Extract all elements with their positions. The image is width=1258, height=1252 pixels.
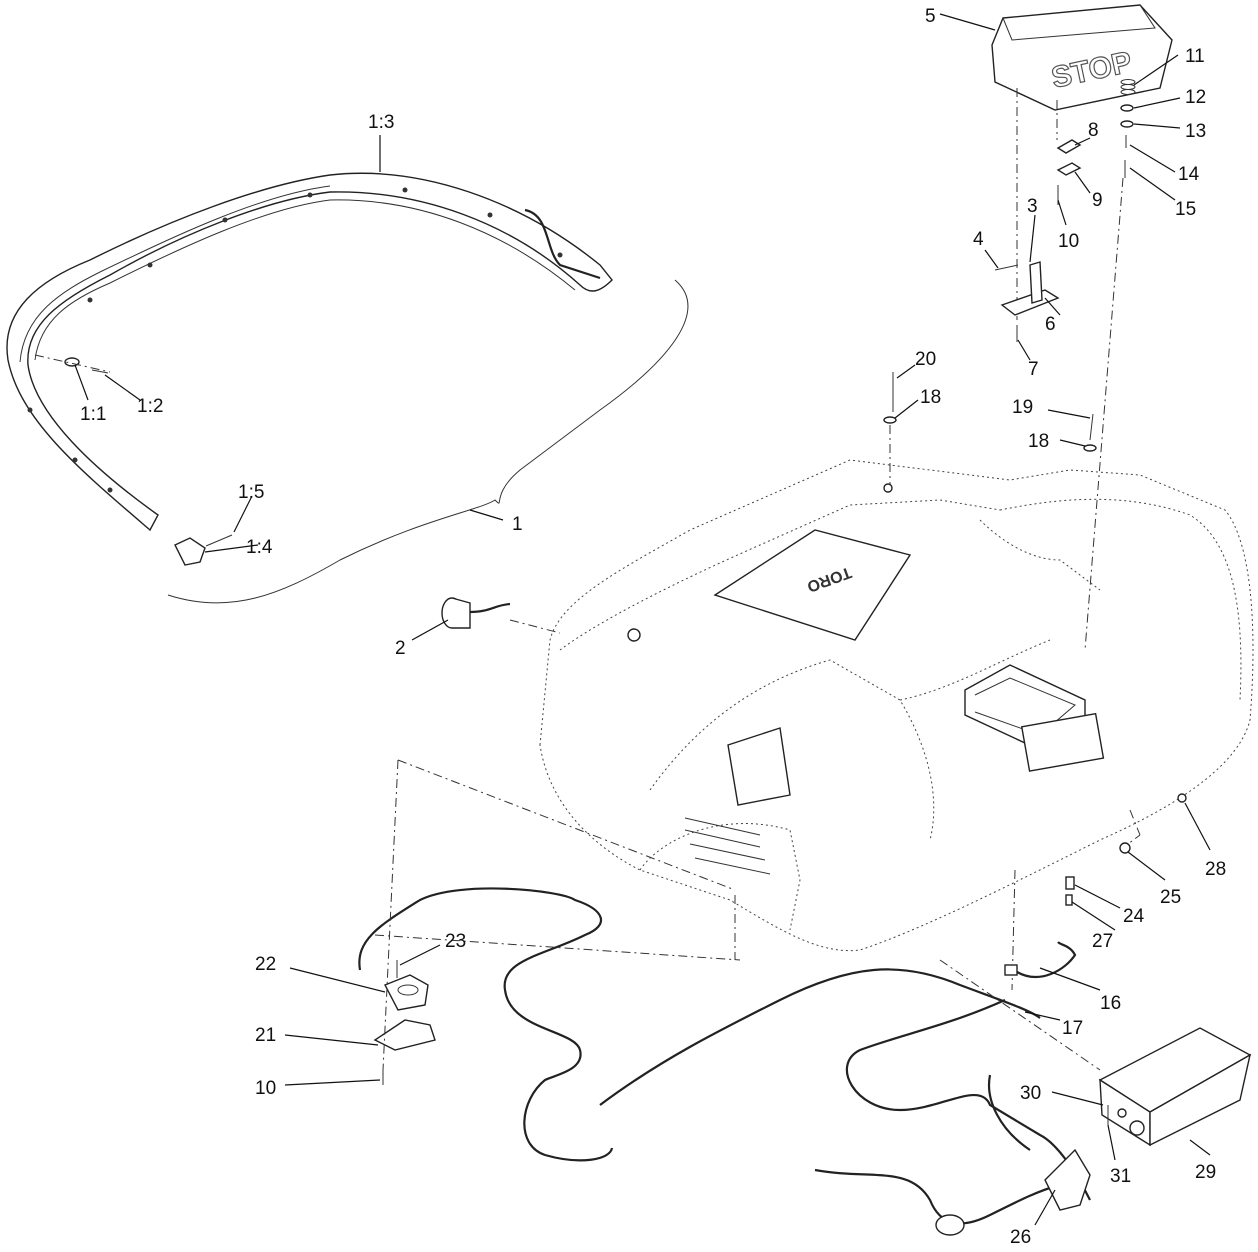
callout-1-4: 1:4 — [246, 537, 273, 558]
callout-28: 28 — [1205, 859, 1226, 880]
end-cap-1-4 — [174, 537, 206, 566]
harness-connector-26 — [1044, 1148, 1091, 1211]
callout-1-1: 1:1 — [80, 404, 106, 425]
callout-20: 20 — [915, 349, 936, 370]
spring-stack — [1120, 79, 1136, 178]
callout-10-bottom: 10 — [255, 1078, 276, 1099]
callout-18-left: 18 — [920, 387, 941, 408]
bracket-hardware — [994, 139, 1082, 342]
callout-1: 1 — [512, 514, 523, 535]
callout-24: 24 — [1123, 906, 1145, 927]
hood-bolts — [883, 372, 1097, 485]
callout-6: 6 — [1045, 314, 1056, 335]
screw-1-5 — [205, 534, 233, 547]
callout-23: 23 — [445, 931, 466, 952]
callout-1-5: 1:5 — [238, 482, 264, 503]
callout-15: 15 — [1175, 199, 1196, 220]
callout-4: 4 — [973, 229, 984, 250]
callout-22: 22 — [255, 954, 276, 975]
callout-17: 17 — [1062, 1018, 1083, 1039]
callout-3: 3 — [1027, 196, 1038, 217]
stop-label: STOP — [1049, 46, 1135, 95]
warning-decal — [1020, 712, 1105, 772]
callout-31: 31 — [1110, 1166, 1131, 1187]
control-box — [1098, 1027, 1252, 1147]
rail-assembly — [6, 172, 613, 566]
callout-29: 29 — [1195, 1162, 1216, 1183]
callout-7: 7 — [1028, 359, 1039, 380]
callout-25: 25 — [1160, 887, 1181, 908]
plug-connector — [935, 1214, 965, 1236]
side-window — [727, 727, 791, 806]
callout-1-3: 1:3 — [368, 112, 394, 133]
callout-13: 13 — [1185, 121, 1206, 142]
badge-panel — [713, 529, 912, 641]
callout-labels: 1:3 1:1 1:2 1:5 1:4 1 2 5 11 12 13 8 14 … — [80, 6, 1226, 1248]
screw-1-2 — [91, 369, 109, 374]
small-hardware — [1004, 793, 1187, 978]
callout-27: 27 — [1092, 931, 1113, 952]
callout-26: 26 — [1010, 1227, 1031, 1248]
callout-12: 12 — [1185, 87, 1206, 108]
callout-18-right: 18 — [1028, 431, 1049, 452]
callout-21: 21 — [255, 1025, 276, 1046]
group-bracket — [167, 279, 689, 604]
callout-11: 11 — [1185, 46, 1205, 67]
callout-16: 16 — [1100, 993, 1121, 1014]
callout-10-top: 10 — [1058, 231, 1079, 252]
leader-lines — [74, 13, 1211, 1226]
callout-2: 2 — [395, 638, 406, 659]
callout-1-2: 1:2 — [137, 396, 163, 417]
callout-8: 8 — [1088, 120, 1099, 141]
seat-switch — [373, 960, 436, 1085]
callout-9: 9 — [1092, 190, 1103, 211]
callout-5: 5 — [925, 6, 936, 27]
callout-14: 14 — [1178, 164, 1200, 185]
callout-19: 19 — [1012, 397, 1033, 418]
wire-harness — [358, 887, 1091, 1225]
callout-30: 30 — [1020, 1083, 1041, 1104]
light-2 — [441, 597, 511, 629]
stop-cover: STOP — [991, 4, 1173, 111]
hood-body: TORO — [539, 459, 1254, 952]
